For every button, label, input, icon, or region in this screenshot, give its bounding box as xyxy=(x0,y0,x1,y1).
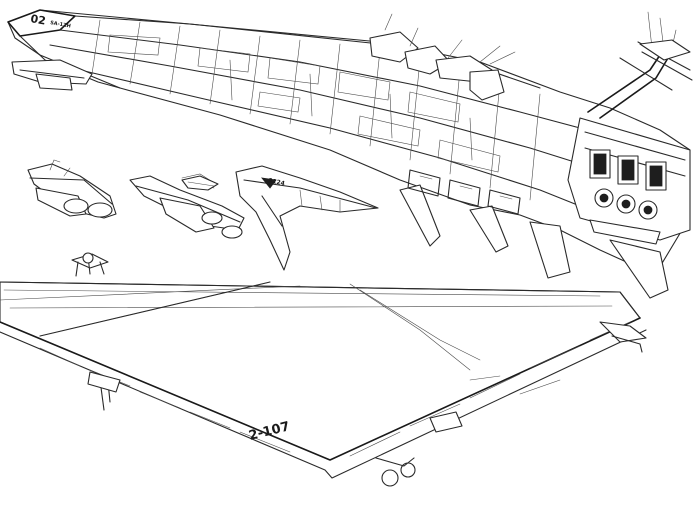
fighter-label: 3124 xyxy=(268,177,286,187)
fighter-right: 3124 xyxy=(235,165,379,271)
battleship-nose-number: 02 xyxy=(29,12,46,27)
fighter-small xyxy=(181,175,219,191)
carrier-deck: 2-107 xyxy=(0,252,647,487)
fighter-middle xyxy=(129,173,245,239)
battleship: 02 SA-1ZH xyxy=(7,9,693,299)
fighter-left xyxy=(27,159,117,219)
battleship-nose-subtext: SA-1ZH xyxy=(50,20,72,30)
